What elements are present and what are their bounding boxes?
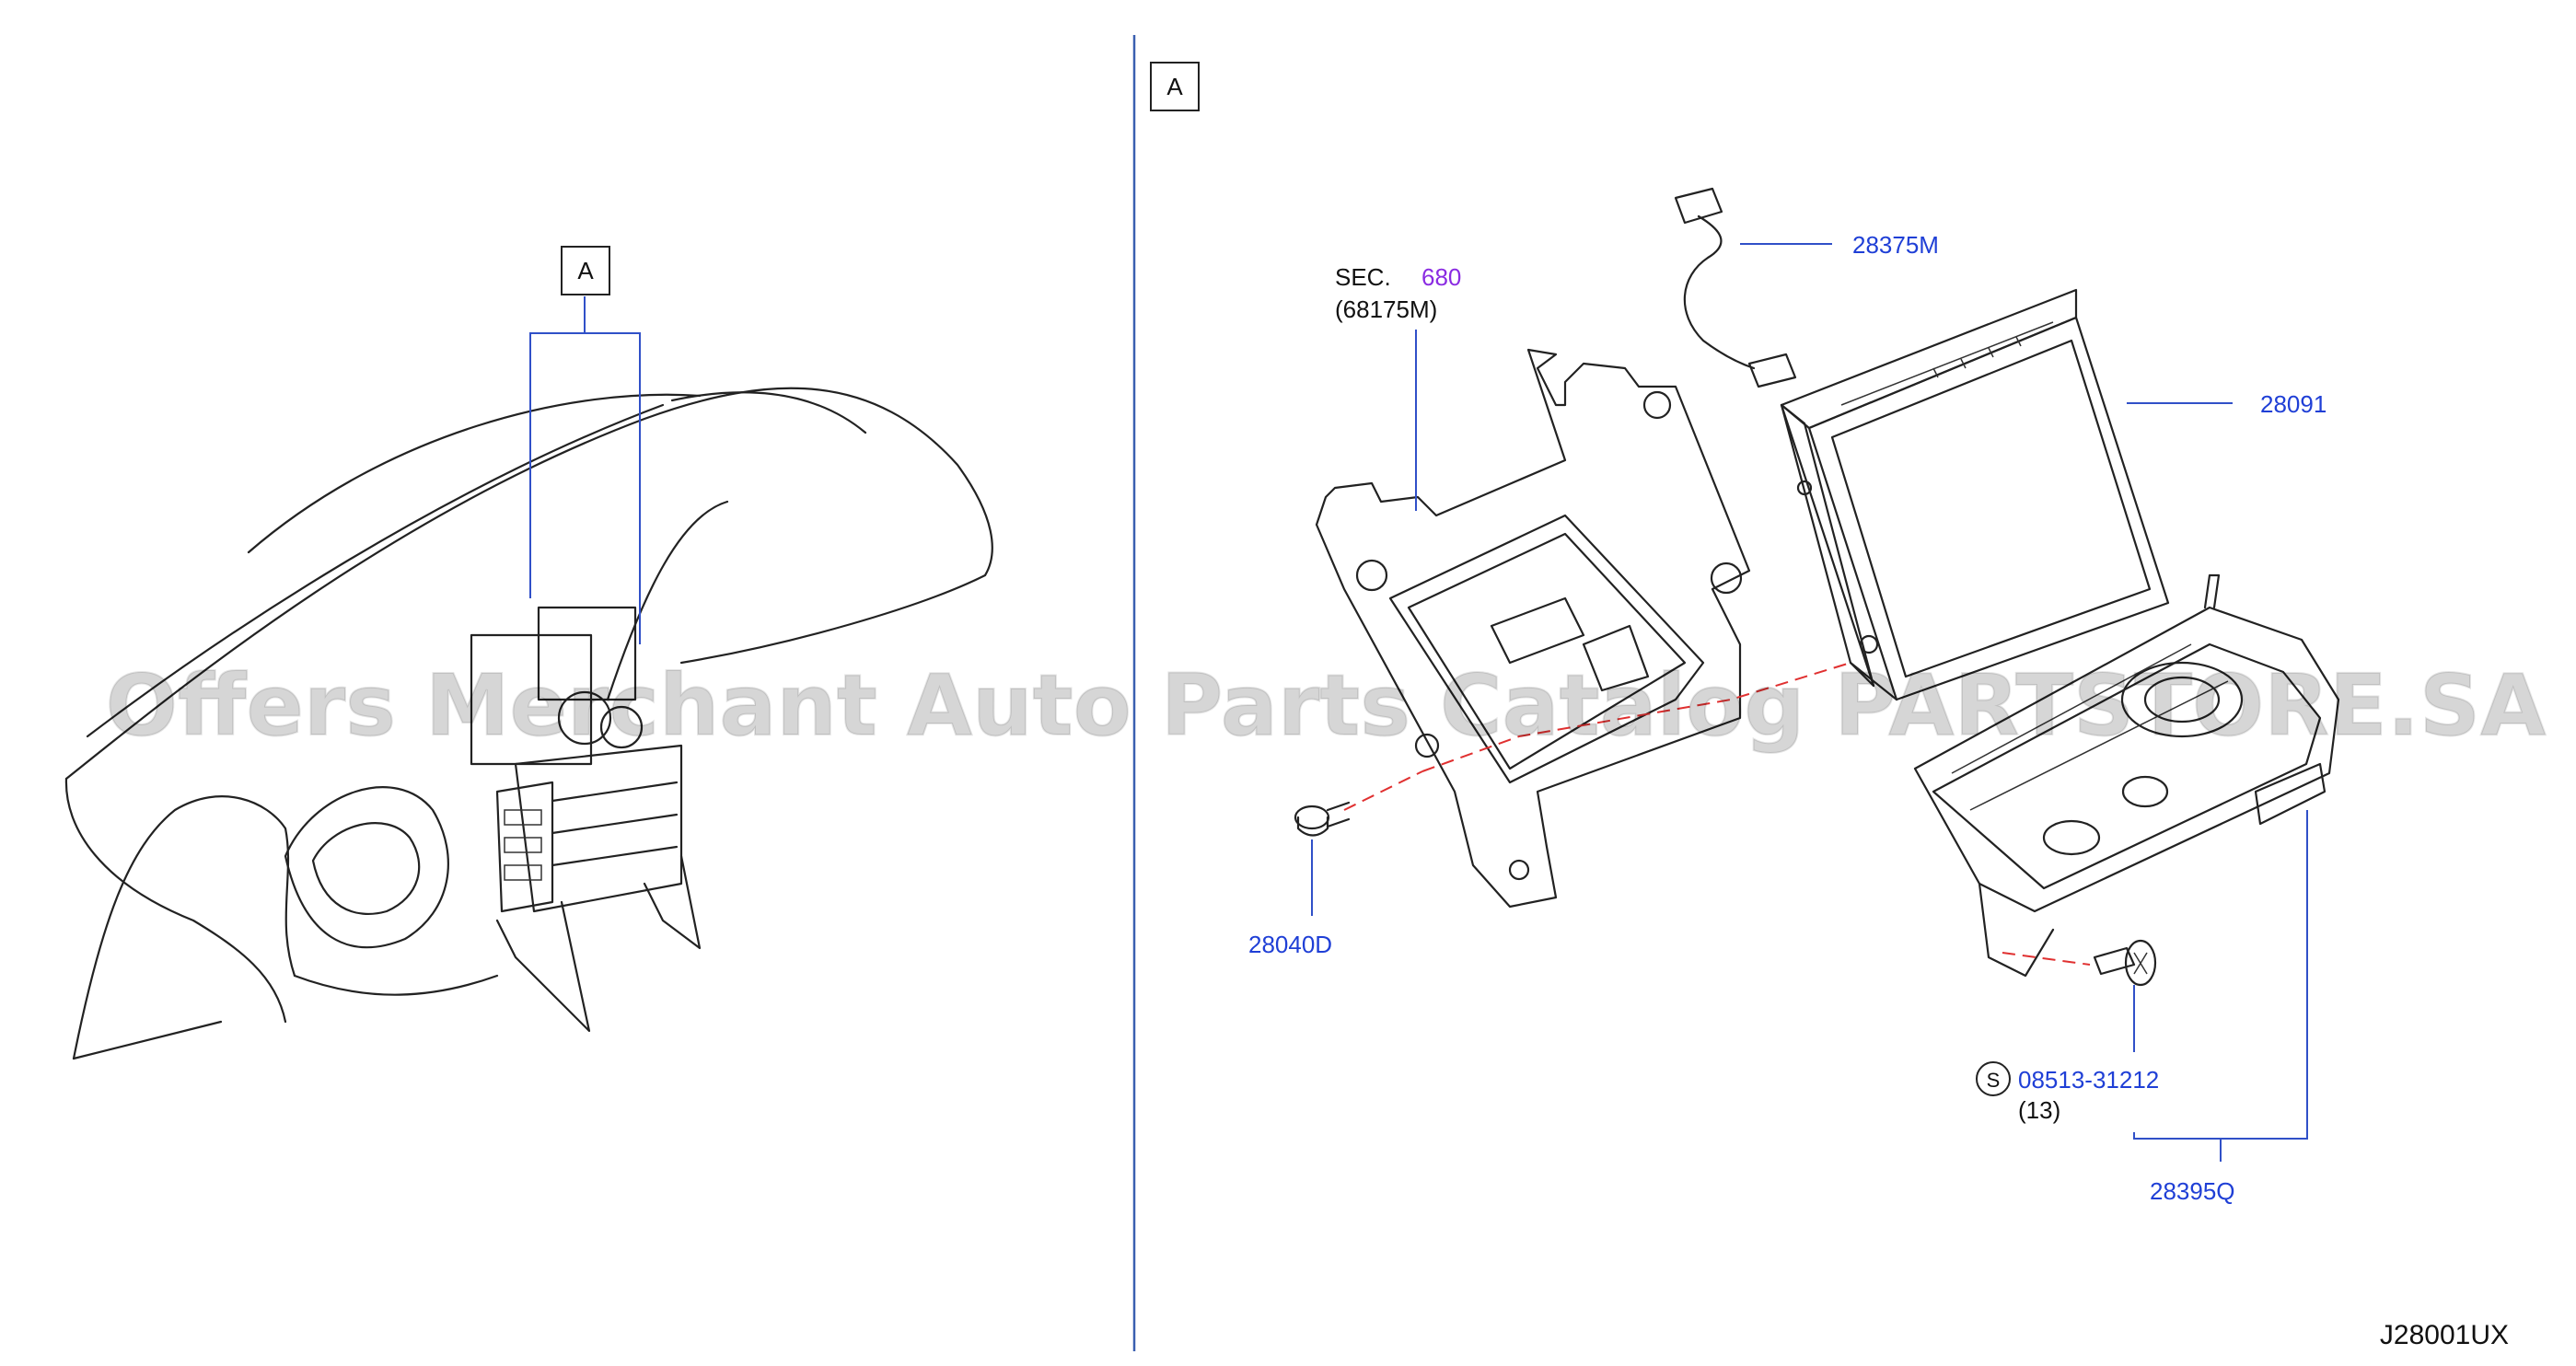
section-ref-prefix: SEC.: [1335, 263, 1391, 291]
part-label-08513-31212[interactable]: 08513-31212: [2018, 1066, 2159, 1094]
section-ref-number[interactable]: 680: [1421, 263, 1461, 291]
center-line-2: [1421, 662, 1851, 772]
center-line-1: [1343, 770, 1423, 811]
screw-28040d-icon: [1294, 801, 1351, 837]
mounting-bracket-drawing: [1315, 348, 1751, 909]
display-unit-drawing: [1780, 288, 2170, 701]
part-label-28091[interactable]: 28091: [2260, 390, 2327, 418]
control-panel-drawing: [1913, 573, 2340, 978]
screw-08513-icon: [2093, 939, 2157, 987]
diagram-code: J28001UX: [2380, 1320, 2509, 1350]
part-label-28040d[interactable]: 28040D: [1248, 931, 1332, 958]
standard-part-symbol-label: S: [1987, 1069, 2001, 1092]
view-marker-label: A: [577, 257, 594, 284]
view-marker-box: [561, 246, 610, 295]
center-line-3: [2002, 952, 2091, 966]
leader-28395q: [2133, 810, 2308, 1140]
part-label-28395q[interactable]: 28395Q: [2150, 1177, 2235, 1205]
harness-drawing: [1674, 187, 1797, 388]
view-marker-group: A: [529, 246, 641, 644]
standard-part-symbol: [1976, 1061, 2011, 1096]
dashboard-drawing: [64, 387, 993, 1060]
catalog-watermark: Offers Merchant Auto Parts Catalog PARTS…: [106, 656, 2547, 755]
detail-marker-box: [1150, 62, 1200, 111]
part-qty-08513-31212: (13): [2018, 1096, 2060, 1124]
detail-marker-label: A: [1166, 73, 1183, 100]
part-label-28375m[interactable]: 28375M: [1852, 231, 1939, 259]
head-unit-assembly-icon: [470, 606, 683, 913]
section-ref-sub: (68175M): [1335, 295, 1437, 323]
